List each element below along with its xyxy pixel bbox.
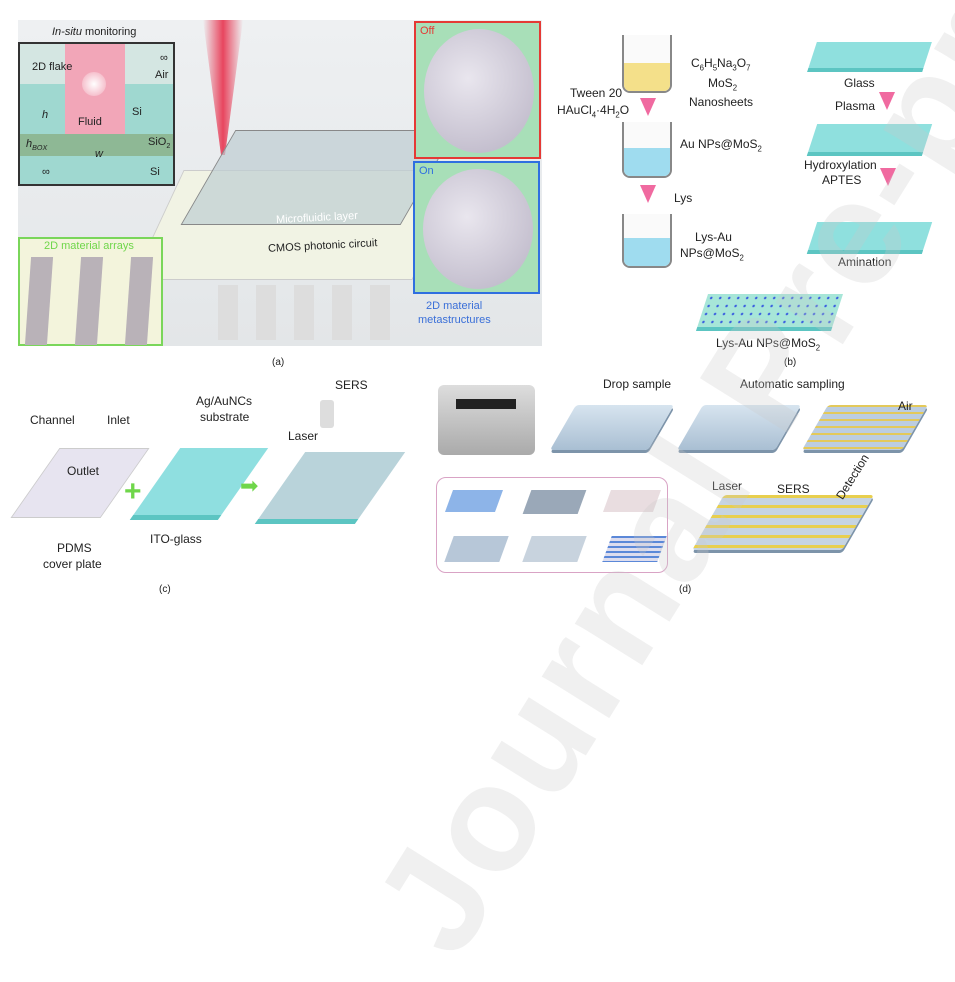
pdms-label-2: cover plate [43,557,102,571]
array-stripe [74,257,104,345]
hbox-label: hBOX [26,138,47,152]
assembled-chip [254,452,406,524]
plasma-label: Plasma [835,99,876,113]
arrays-inset: 2D material arrays [18,237,163,346]
fluid-label: Fluid [78,116,102,128]
cross-section-inset: 2D flake Air ∞ h Fluid Si hBOX w SiO2 ∞ … [18,42,175,186]
inf-bottom-label: ∞ [42,166,50,178]
tween-label: Tween 20 [570,86,623,100]
array-stripe [24,257,54,345]
reagent-mos2: MoS2 [708,76,738,93]
air-label-d: Air [898,399,913,413]
si-top-label: Si [132,106,142,118]
si-bottom-label: Si [150,166,160,178]
panel-c-label: (c) [159,584,171,595]
aminated-plate [806,222,933,254]
amination-label: Amination [838,255,892,269]
fab-step [602,490,662,512]
chip-detection [692,495,874,550]
laser-label-d: Laser [712,479,743,493]
air-label: Air [155,69,169,81]
on-label: On [419,165,434,177]
channel-label: Channel [30,413,75,427]
inset-title: In-situ monitoring [52,26,136,38]
reagent-nanosheets: Nanosheets [689,95,754,109]
pink-arrow [640,98,656,116]
hbox-h: h [26,138,33,150]
beaker-1 [622,35,672,93]
pink-arrow [640,185,656,203]
sio2-text: SiO [148,136,167,148]
sio2-layer [20,134,173,156]
inlet-label: Inlet [107,413,130,427]
glass-label: Glass [844,76,875,90]
laser-label-c: Laser [288,429,319,443]
fabrication-inset [436,477,668,573]
sers-label-d: SERS [777,482,810,496]
right-arrow-icon: ➡ [240,473,259,498]
h-label: h [42,109,49,121]
inset-title-italic: In-situ [52,26,82,38]
chip-step-2 [677,405,801,450]
plus-icon: + [124,475,142,508]
w-label: w [95,148,103,160]
objective-lens [320,400,334,428]
flake-label: 2D flake [32,61,73,73]
inf-top-label: ∞ [160,52,168,64]
flake-glow [82,72,106,96]
lys-au-label-1: Lys-Au [695,230,732,244]
aptes-label: APTES [822,173,862,187]
sphere-on [423,169,533,289]
photo-window [456,399,516,409]
fab-step [522,536,587,562]
sphere-off [424,29,534,153]
lys-au-label-2: NPs@MoS2 [680,246,744,263]
sio2-label: SiO2 [148,136,170,150]
lys-label: Lys [674,191,693,205]
agau-label-2: substrate [200,410,250,424]
agau-label-1: Ag/AuNCs [196,394,253,408]
automatic-sampling-label: Automatic sampling [740,377,845,391]
beaker-3 [622,214,672,268]
outlet-label: Outlet [67,464,100,478]
reagent-c6h5na3o7: C6H5Na3O7 [691,56,751,73]
pins [218,285,408,340]
pink-arrow [879,92,895,110]
off-label: Off [420,25,435,37]
drop-sample-label: Drop sample [603,377,672,391]
metastructures-label-2: metastructures [418,314,491,326]
sers-label-c: SERS [335,378,368,392]
hbox-sub: BOX [32,144,48,153]
on-inset: On [413,161,540,294]
panel-b-label: (b) [784,357,797,368]
chip-step-1 [550,405,674,450]
off-inset: Off [414,21,541,159]
haucl-label: HAuCl4·4H2O [557,103,630,120]
metastructures-label-1: 2D material [426,300,483,312]
glass-plate [807,42,932,72]
final-plate [695,294,844,331]
panel-d-label: (d) [679,584,692,595]
au-nps-label: Au NPs@MoS2 [680,137,762,154]
ito-label: ITO-glass [150,532,202,546]
hydroxylated-plate [806,124,933,156]
device-photo [438,385,535,455]
arrays-label: 2D material arrays [44,240,134,252]
inset-title-rest: monitoring [81,26,137,38]
sio2-sub: 2 [166,142,171,151]
fab-step [602,536,667,562]
panel-a-label: (a) [272,357,285,368]
final-label: Lys-Au NPs@MoS2 [716,336,821,353]
pink-arrow [880,168,896,186]
fab-step [522,490,587,514]
fab-step [444,536,509,562]
hydroxylation-label: Hydroxylation [804,158,877,172]
fab-step [444,490,504,512]
beaker-2 [622,122,672,178]
array-stripe [124,257,154,345]
pdms-label-1: PDMS [57,541,92,555]
